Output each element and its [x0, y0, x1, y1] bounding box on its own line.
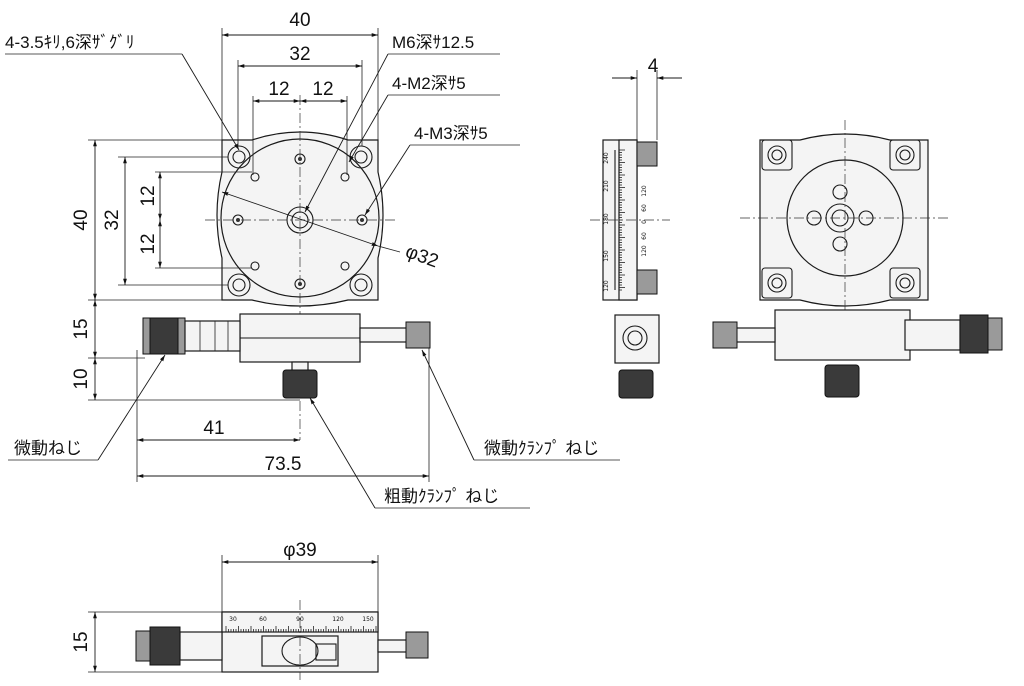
svg-text:120: 120	[641, 245, 648, 257]
rear-clamp-screw[interactable]	[712, 321, 776, 349]
side-clamp-knob[interactable]	[618, 369, 654, 399]
front-micrometer[interactable]	[135, 626, 223, 666]
dim-bottom-diameter-39: φ39	[283, 540, 316, 561]
svg-text:120: 120	[603, 280, 610, 292]
side-view: 240 210 180 150 120 120 60 0 60 120 4	[590, 56, 682, 399]
svg-text:60: 60	[641, 204, 648, 212]
dim-left-12: 12	[268, 79, 289, 100]
fine-clamp-screw[interactable]	[359, 321, 431, 349]
svg-text:210: 210	[603, 180, 610, 192]
svg-text:180: 180	[603, 213, 610, 225]
callouts: 4-3.5ｷﾘ,6深ｻﾞｸﾞﾘ M6深ｻ12.5 4-M2深ｻ5 4-M3深ｻ5…	[5, 33, 620, 509]
callout-counterbore: 4-3.5ｷﾘ,6深ｻﾞｸﾞﾘ	[5, 33, 134, 52]
svg-text:0: 0	[641, 220, 648, 224]
svg-text:150: 150	[362, 616, 374, 623]
bottom-side-view	[712, 120, 1003, 398]
svg-text:30: 30	[229, 616, 237, 623]
callout-m6: M6深ｻ12.5	[392, 33, 474, 52]
dim-side-12-lower: 12	[138, 233, 159, 254]
callout-m2: 4-M2深ｻ5	[392, 74, 466, 93]
dim-height-15: 15	[71, 318, 92, 339]
dim-side-40: 40	[71, 209, 92, 230]
callout-fine-clamp: 微動ｸﾗﾝﾌﾟ ねじ	[484, 439, 599, 458]
callout-coarse-clamp: 粗動ｸﾗﾝﾌﾟ ねじ	[384, 487, 499, 506]
rear-corner-holes	[761, 139, 921, 299]
dim-right-12: 12	[312, 79, 333, 100]
callout-m3: 4-M3深ｻ5	[414, 124, 488, 143]
dim-top-40: 40	[289, 10, 310, 31]
dim-diameter-32: φ32	[403, 241, 442, 272]
svg-text:60: 60	[259, 616, 267, 623]
rear-coarse-knob[interactable]	[824, 364, 860, 398]
svg-text:120: 120	[332, 616, 344, 623]
dim-base-73-5: 73.5	[265, 454, 302, 475]
side-scale-ticks	[619, 149, 625, 291]
dim-side-12-upper: 12	[138, 185, 159, 206]
dim-bottom-height-15: 15	[71, 631, 92, 652]
svg-text:60: 60	[641, 232, 648, 240]
dim-side-32: 32	[102, 209, 123, 230]
front-scale-ticks	[225, 626, 377, 632]
svg-text:240: 240	[603, 152, 610, 164]
top-view	[142, 95, 431, 440]
rear-micrometer[interactable]	[904, 314, 1003, 354]
svg-text:120: 120	[641, 185, 648, 197]
svg-text:150: 150	[603, 250, 610, 262]
dim-height-10: 10	[71, 368, 92, 389]
dim-top-32: 32	[289, 44, 310, 65]
coarse-clamp-screw[interactable]	[282, 361, 318, 399]
fine-adjust-micrometer[interactable]	[142, 317, 241, 355]
front-view: 30 60 90 120 150 φ39 15	[71, 540, 429, 680]
front-clamp-screw[interactable]	[377, 631, 429, 659]
dim-side-view-4: 4	[648, 56, 659, 77]
dim-base-41: 41	[203, 418, 224, 439]
callout-fine-screw: 微動ねじ	[14, 439, 82, 458]
top-view-dimensions: 40 32 12 12 40 32 12 12 15 10	[71, 10, 441, 482]
